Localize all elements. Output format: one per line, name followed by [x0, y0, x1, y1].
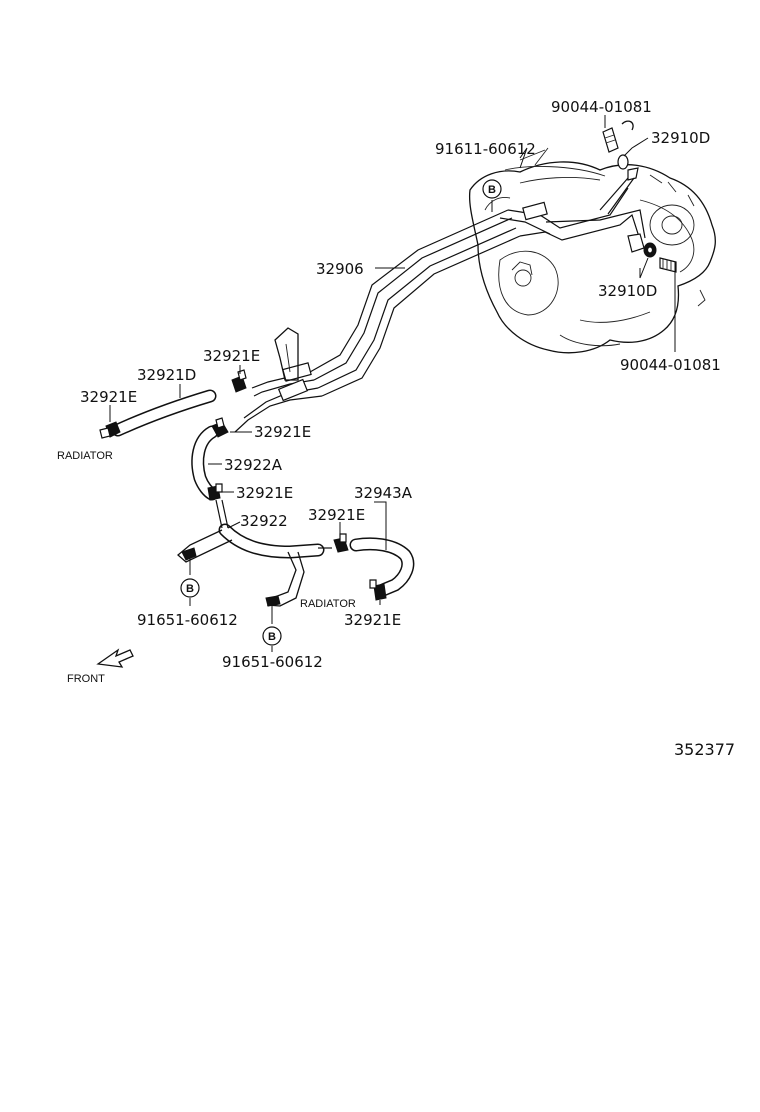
clamp-clip-6 [369, 579, 387, 601]
diagram-id: 352377 [674, 740, 735, 759]
label-clip-d: 32921E [236, 484, 293, 502]
label-clip-e: 32921E [308, 506, 365, 524]
label-radiator-right: RADIATOR [300, 598, 356, 610]
badge-b-left-letter: B [186, 583, 194, 595]
label-banjo-lower: 32910D [598, 282, 657, 300]
lower-banjo-bolt [627, 233, 677, 273]
front-arrow-icon [96, 648, 134, 668]
label-banjo-upper: 32910D [651, 129, 710, 147]
label-clip-c: 32921E [254, 423, 311, 441]
label-hose-a: 32922A [224, 456, 283, 474]
label-clamp-bolt-top: 91611-60612 [435, 140, 536, 158]
clamp-clip-1 [99, 421, 121, 439]
transmission-housing [468, 147, 716, 354]
label-bolt-left: 91651-60612 [137, 611, 238, 629]
label-clip-f: 32921E [344, 611, 401, 629]
label-bolt-mid: 91651-60612 [222, 653, 323, 671]
clamp-clip-5 [333, 533, 349, 553]
label-clip-b: 32921E [80, 388, 137, 406]
badge-b-left: B [180, 578, 200, 598]
label-hose-32922: 32922 [240, 512, 288, 530]
label-hose-43a: 32943A [354, 484, 413, 502]
label-radiator-left: RADIATOR [57, 450, 113, 462]
label-tube: 32906 [316, 260, 364, 278]
badge-b-mid-letter: B [268, 631, 276, 643]
label-bolt-upper: 90044-01081 [551, 98, 652, 116]
hose-32921d [111, 389, 217, 437]
label-hose-d: 32921D [137, 366, 196, 384]
leader-lines [109, 115, 676, 652]
hose-32943a [349, 537, 415, 597]
bracket-left [176, 529, 233, 563]
badge-b-top-letter: B [488, 184, 496, 196]
bracket-mid [265, 551, 305, 607]
badge-b-mid: B [262, 626, 282, 646]
label-front: FRONT [67, 673, 105, 685]
label-clip-a: 32921E [203, 347, 260, 365]
label-bolt-lower: 90044-01081 [620, 356, 721, 374]
hose-32922a [191, 425, 219, 501]
upper-banjo-bolt [599, 120, 639, 215]
badge-b-top: B [482, 179, 502, 199]
clamp-clip-3 [211, 417, 229, 438]
oil-cooler-tube [234, 187, 646, 433]
clamp-clip-2 [231, 369, 247, 393]
hose-32922 [215, 499, 332, 559]
